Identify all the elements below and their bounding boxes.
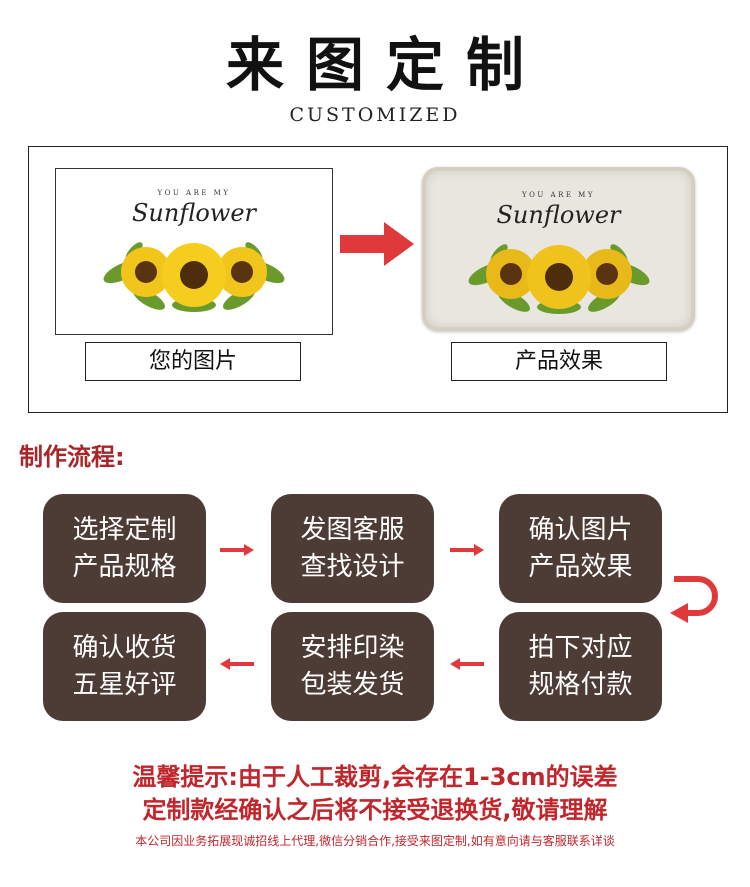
source-image: YOU ARE MY Sunflower (55, 168, 333, 335)
step-line-1: 拍下对应 (528, 632, 633, 663)
process-step-2: 发图客服 查找设计 (271, 494, 434, 603)
caption-product-effect: 产品效果 (451, 342, 667, 381)
sunflower-icon (103, 242, 285, 312)
step-line-1: 确认图片 (528, 514, 633, 545)
artwork-script-text: Sunflower (131, 199, 257, 227)
sunflower-artwork: YOU ARE MY Sunflower (56, 169, 332, 334)
product-preview: YOU ARE MY Sunflower (422, 167, 695, 331)
step-line-2: 规格付款 (528, 669, 633, 700)
arrow-right-icon (450, 544, 484, 556)
sunflower-artwork: YOU ARE MY Sunflower (426, 171, 691, 327)
process-step-1: 选择定制 产品规格 (43, 494, 206, 603)
step-line-1: 发图客服 (300, 514, 405, 545)
sunflower-icon (468, 244, 649, 314)
process-step-4: 拍下对应 规格付款 (499, 612, 662, 721)
arrow-left-icon (450, 658, 484, 670)
step-line-2: 产品效果 (528, 551, 633, 582)
process-step-3: 确认图片 产品效果 (499, 494, 662, 603)
u-turn-arrow-icon (670, 576, 718, 623)
step-line-2: 查找设计 (300, 551, 405, 582)
artwork-script-text: Sunflower (496, 201, 621, 229)
arrow-left-icon (220, 658, 254, 670)
step-line-2: 包装发货 (300, 669, 405, 700)
caption-your-image: 您的图片 (85, 342, 301, 381)
arrow-right-icon (220, 544, 254, 556)
process-step-5: 安排印染 包装发货 (271, 612, 434, 721)
comparison-panel (28, 146, 728, 413)
artwork-small-text: YOU ARE MY (522, 191, 595, 199)
arrow-right-icon (340, 222, 414, 266)
page-subtitle: CUSTOMIZED (289, 104, 461, 126)
step-line-1: 安排印染 (300, 632, 405, 663)
step-line-1: 确认收货 (72, 632, 177, 663)
process-title: 制作流程: (19, 443, 125, 471)
step-line-2: 产品规格 (72, 551, 177, 582)
page-title: 来图定制 (225, 31, 546, 99)
notice-line-1: 温馨提示:由于人工裁剪,会存在1-3cm的误差 (132, 763, 618, 791)
artwork-small-text: YOU ARE MY (157, 189, 231, 197)
process-step-6: 确认收货 五星好评 (43, 612, 206, 721)
footer-text: 本公司因业务拓展现诚招线上代理,微信分销合作,接受来图定制,如有意向请与客服联系… (135, 834, 615, 848)
step-line-2: 五星好评 (72, 669, 177, 700)
notice-line-2: 定制款经确认之后将不接受退换货,敬请理解 (142, 796, 608, 824)
step-line-1: 选择定制 (72, 514, 177, 545)
